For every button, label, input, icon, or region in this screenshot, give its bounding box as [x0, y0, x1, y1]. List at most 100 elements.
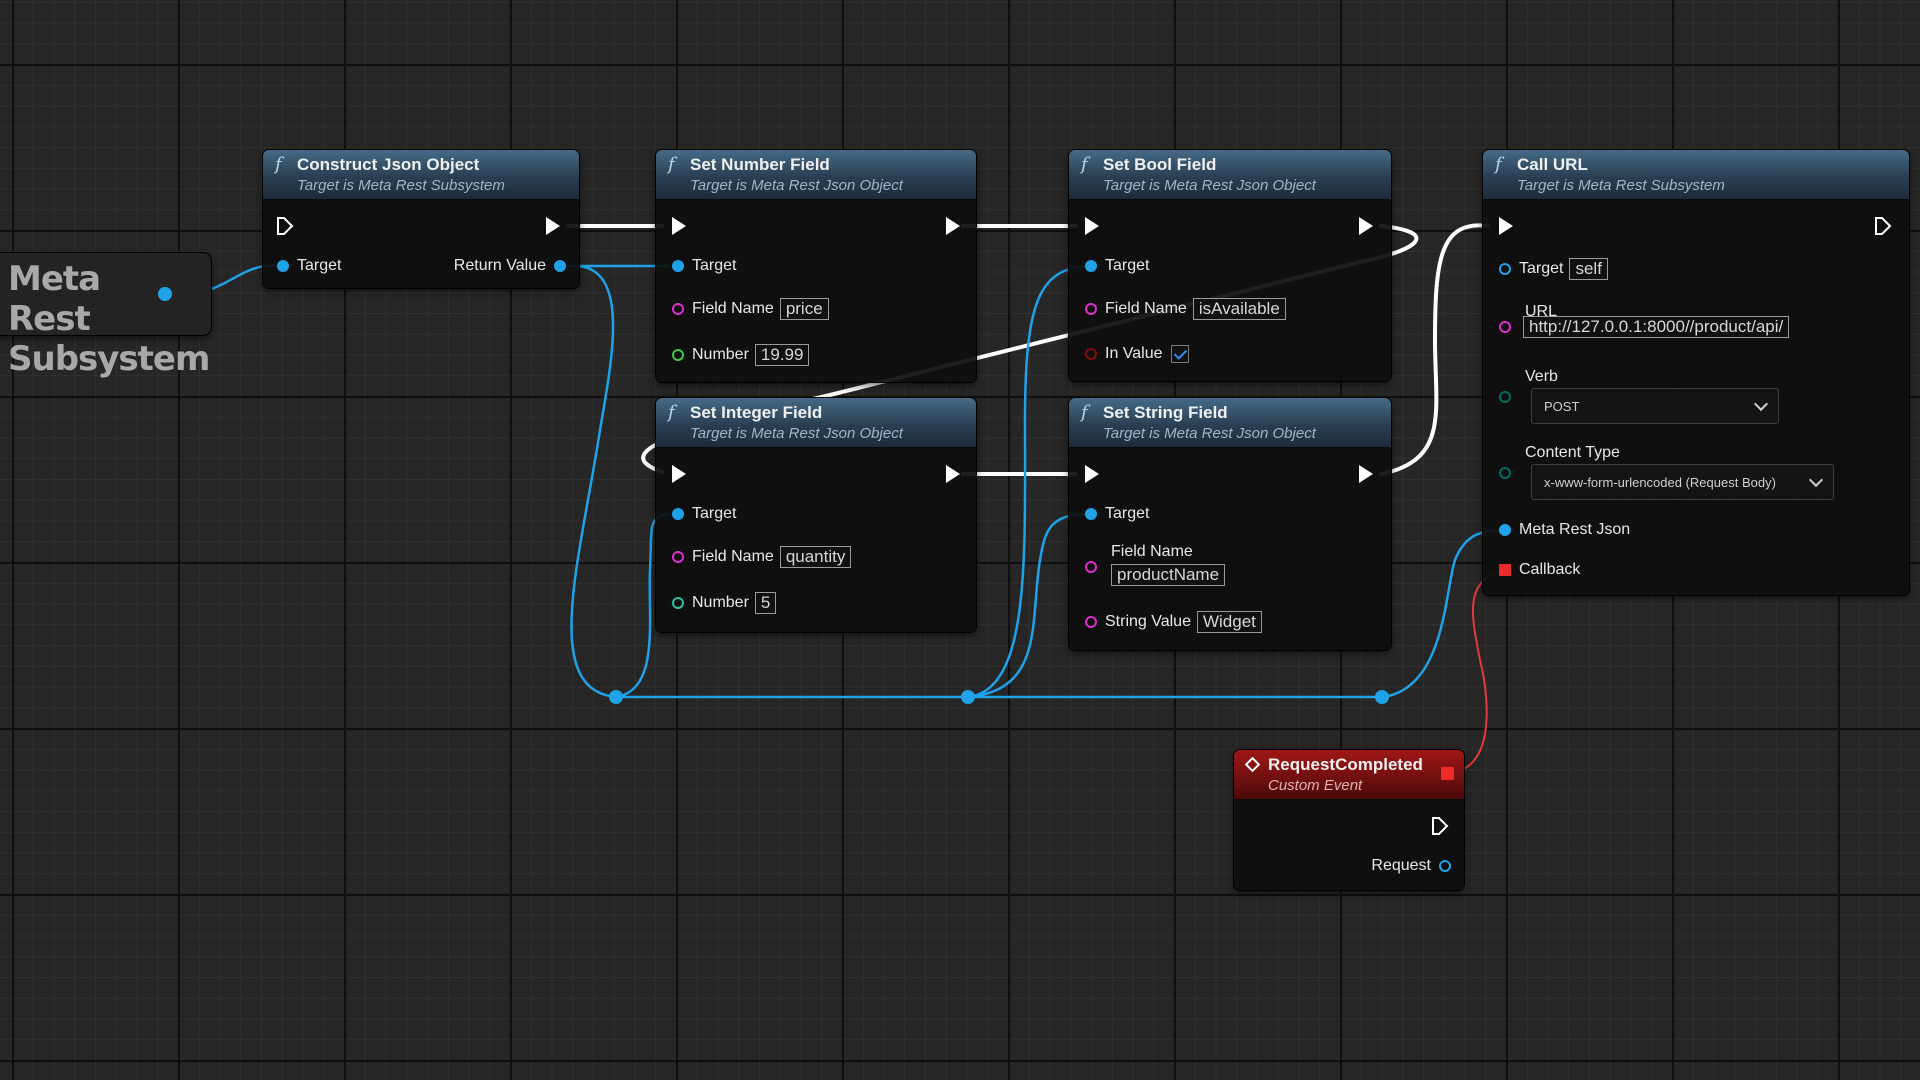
obj-wire-return-to-knot1	[570, 264, 618, 699]
exec-in-pin[interactable]	[672, 217, 686, 235]
verb-dropdown[interactable]: POST	[1531, 388, 1779, 424]
exec-out-pin[interactable]	[1359, 217, 1373, 235]
field-name-input[interactable]: isAvailable	[1192, 298, 1286, 320]
target-pin-row[interactable]: Target	[1085, 254, 1149, 278]
target-value[interactable]: self	[1569, 258, 1608, 280]
set-number-field-node[interactable]: f Set Number Field Target is Meta Rest J…	[656, 150, 976, 382]
target-pin[interactable]	[1085, 260, 1097, 272]
field-name-pin[interactable]	[1085, 303, 1097, 315]
request-pin-row[interactable]: Request	[1371, 854, 1451, 878]
target-pin-row[interactable]: Target	[277, 254, 341, 278]
field-name-input[interactable]: price	[779, 298, 829, 320]
target-pin[interactable]	[1499, 263, 1511, 275]
callback-pin[interactable]	[1499, 564, 1511, 576]
in-value-pin[interactable]	[1085, 348, 1097, 360]
number-input[interactable]: 5	[754, 592, 777, 614]
field-name-pin-row[interactable]: Field Name quantity	[672, 545, 852, 569]
exec-in-pin[interactable]	[672, 465, 686, 483]
request-completed-event-node[interactable]: RequestCompleted Custom Event Request	[1234, 750, 1464, 890]
exec-out-pin[interactable]	[946, 217, 960, 235]
delegate-output-pin[interactable]	[1441, 767, 1454, 780]
url-pin-row[interactable]: http://127.0.0.1:8000//product/api/	[1499, 315, 1790, 339]
set-bool-field-node[interactable]: f Set Bool Field Target is Meta Rest Jso…	[1069, 150, 1391, 381]
exec-out-pin[interactable]	[1359, 465, 1373, 483]
node-header: f Set Bool Field Target is Meta Rest Jso…	[1069, 150, 1391, 200]
return-value-pin-row[interactable]: Return Value	[454, 254, 566, 278]
field-name-input[interactable]: quantity	[779, 546, 852, 568]
target-pin-row[interactable]: Target self	[1499, 257, 1608, 281]
string-value-pin[interactable]	[1085, 616, 1097, 628]
content-type-label: Content Type	[1525, 444, 1620, 461]
callback-pin-row[interactable]: Callback	[1499, 558, 1580, 582]
node-subtitle: Target is Meta Rest Json Object	[690, 425, 903, 442]
return-value-pin[interactable]	[554, 260, 566, 272]
reroute-knot-1[interactable]	[609, 690, 623, 704]
callback-label: Callback	[1519, 561, 1581, 578]
content-type-value: x-www-form-urlencoded (Request Body)	[1544, 474, 1776, 490]
exec-in-pin[interactable]	[1085, 465, 1099, 483]
exec-out-pin[interactable]	[1431, 816, 1449, 836]
set-string-field-node[interactable]: f Set String Field Target is Meta Rest J…	[1069, 398, 1391, 650]
exec-in-pin[interactable]	[1085, 217, 1099, 235]
exec-out-pin[interactable]	[946, 465, 960, 483]
node-subtitle: Target is Meta Rest Json Object	[1103, 425, 1316, 442]
construct-json-node[interactable]: f Construct Json Object Target is Meta R…	[263, 150, 579, 288]
verb-pin[interactable]	[1499, 391, 1511, 403]
number-pin-row[interactable]: Number 19.99	[672, 343, 810, 367]
function-icon: f	[1081, 402, 1088, 423]
in-value-pin-row[interactable]: In Value	[1085, 342, 1189, 366]
request-label: Request	[1371, 857, 1431, 874]
node-title: Set Number Field	[690, 155, 830, 174]
target-pin-row[interactable]: Target	[672, 502, 736, 526]
exec-out-pin[interactable]	[1874, 216, 1892, 236]
request-pin[interactable]	[1439, 860, 1451, 872]
target-pin[interactable]	[672, 508, 684, 520]
string-value-pin-row[interactable]: String Value Widget	[1085, 610, 1262, 634]
exec-out-pin[interactable]	[546, 217, 560, 235]
meta-rest-json-pin[interactable]	[1499, 524, 1511, 536]
field-name-pin-row[interactable]	[1085, 555, 1105, 579]
reroute-knot-2[interactable]	[961, 690, 975, 704]
target-label: Target	[1105, 257, 1150, 274]
reroute-knot-3[interactable]	[1375, 690, 1389, 704]
exec-in-pin[interactable]	[1499, 217, 1513, 235]
node-subtitle: Target is Meta Rest Subsystem	[1517, 177, 1725, 194]
target-pin[interactable]	[672, 260, 684, 272]
target-pin-row[interactable]: Target	[672, 254, 736, 278]
number-input[interactable]: 19.99	[754, 344, 810, 366]
exec-in-pin[interactable]	[276, 216, 294, 236]
field-name-pin-row[interactable]: Field Name price	[672, 297, 829, 321]
call-url-node[interactable]: f Call URL Target is Meta Rest Subsystem…	[1483, 150, 1909, 595]
node-title: Set Bool Field	[1103, 155, 1217, 174]
function-icon: f	[1081, 154, 1088, 175]
target-pin-row[interactable]: Target	[1085, 502, 1149, 526]
number-pin-row[interactable]: Number 5	[672, 591, 777, 615]
in-value-checkbox[interactable]	[1170, 345, 1189, 363]
string-value-input[interactable]: Widget	[1196, 611, 1262, 633]
content-type-dropdown[interactable]: x-www-form-urlencoded (Request Body)	[1531, 464, 1834, 500]
content-type-pin[interactable]	[1499, 467, 1511, 479]
number-pin[interactable]	[672, 597, 684, 609]
set-integer-field-node[interactable]: f Set Integer Field Target is Meta Rest …	[656, 398, 976, 632]
target-pin[interactable]	[1085, 508, 1097, 520]
field-name-pin[interactable]	[672, 551, 684, 563]
node-subtitle: Target is Meta Rest Json Object	[1103, 177, 1316, 194]
target-pin[interactable]	[277, 260, 289, 272]
subsystem-getter-title: Meta Rest Subsystem	[8, 259, 210, 379]
field-name-pin[interactable]	[672, 303, 684, 315]
number-pin[interactable]	[672, 349, 684, 361]
chevron-down-icon	[1808, 472, 1824, 487]
verb-value: POST	[1544, 398, 1580, 414]
in-value-label: In Value	[1105, 345, 1163, 362]
subsystem-output-pin[interactable]	[158, 287, 172, 301]
event-icon	[1244, 756, 1261, 773]
node-header: f Set String Field Target is Meta Rest J…	[1069, 398, 1391, 448]
meta-rest-json-pin-row[interactable]: Meta Rest Json	[1499, 518, 1630, 542]
field-name-pin[interactable]	[1085, 561, 1097, 573]
field-name-pin-row[interactable]: Field Name isAvailable	[1085, 297, 1286, 321]
subsystem-getter-node[interactable]: Meta Rest Subsystem	[0, 253, 211, 379]
url-pin[interactable]	[1499, 321, 1511, 333]
chevron-down-icon	[1753, 396, 1769, 411]
field-name-input[interactable]: productName	[1111, 564, 1226, 586]
url-input[interactable]: http://127.0.0.1:8000//product/api/	[1523, 316, 1790, 338]
